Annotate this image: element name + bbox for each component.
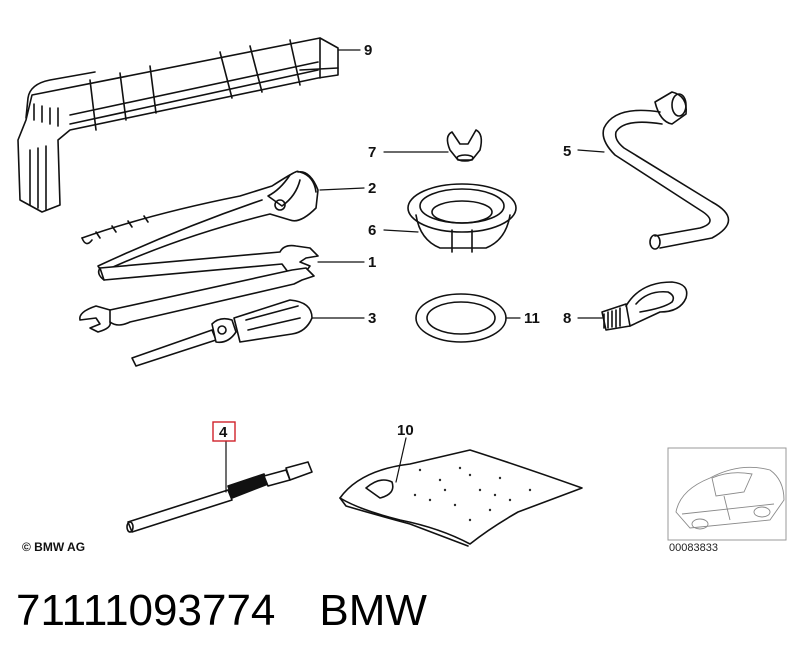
footer-caption: 71111093774 BMW <box>16 586 427 636</box>
callout-10: 10 <box>397 422 414 439</box>
callout-labels: 9 2 1 3 7 6 11 8 5 10 4 <box>212 42 571 442</box>
callout-3: 3 <box>368 310 376 327</box>
sealing-ring-part-11 <box>415 293 507 343</box>
part-number: 71111093774 <box>16 586 276 635</box>
cloth-part-10 <box>339 449 583 547</box>
callout-2: 2 <box>368 180 376 197</box>
wheel-brace-part-5 <box>602 91 730 250</box>
callout-4-highlight-box <box>212 421 236 442</box>
vehicle-thumbnail <box>667 447 787 541</box>
callout-7: 7 <box>368 144 376 161</box>
copyright-text: © BMW AG <box>22 540 86 554</box>
callout-11: 11 <box>524 310 540 327</box>
callout-9: 9 <box>364 42 372 59</box>
towing-eye-part-8 <box>601 281 688 331</box>
callout-5: 5 <box>563 143 571 160</box>
wrench-lower <box>79 267 315 333</box>
callout-4: 4 <box>219 424 228 441</box>
wing-nut-part-7 <box>446 129 483 162</box>
tool-roll-part-9 <box>17 37 339 213</box>
parts-diagram: 9 2 1 3 7 6 11 8 5 10 4 <box>17 37 787 547</box>
grommet-part-6 <box>407 183 517 253</box>
screwdriver-part-3 <box>131 299 313 367</box>
brand-name: BMW <box>319 586 427 635</box>
thumbnail-code: 00083833 <box>669 542 718 554</box>
leader-lines <box>225 49 605 493</box>
callout-1: 1 <box>368 254 376 271</box>
rod-part-4 <box>126 461 313 533</box>
callout-8: 8 <box>563 310 571 327</box>
callout-6: 6 <box>368 222 376 239</box>
pliers-part-2 <box>81 170 319 273</box>
